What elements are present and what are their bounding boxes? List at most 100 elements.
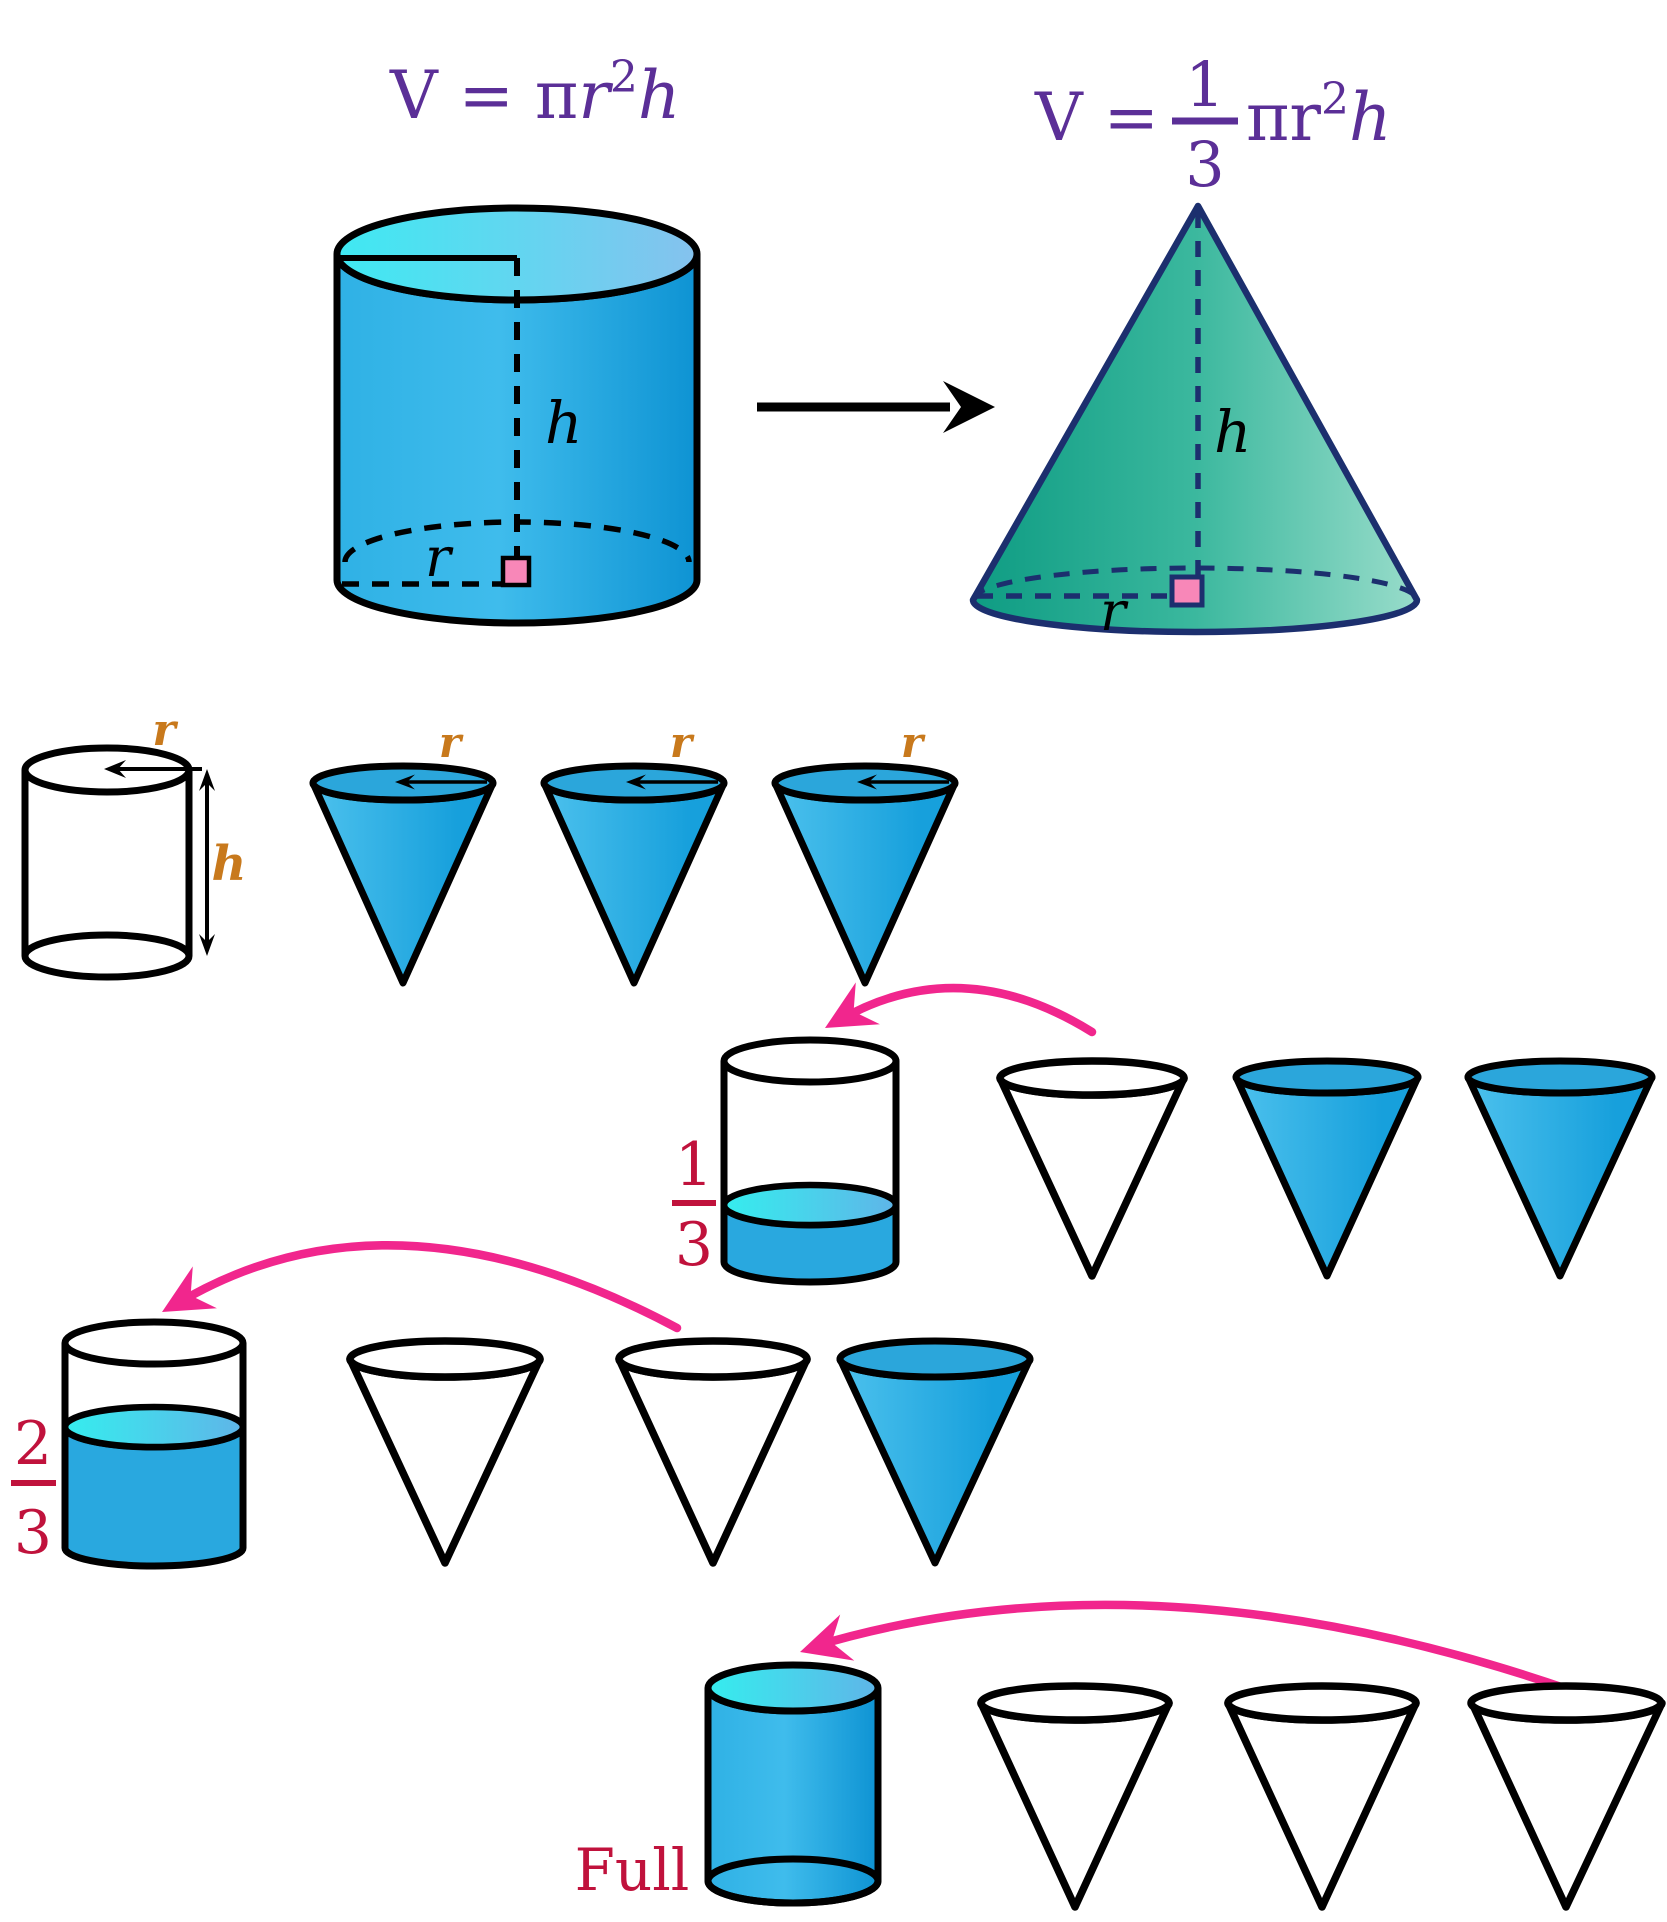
formula-cyl-h: h (638, 57, 681, 134)
pour-arrow-curve (833, 983, 1097, 1037)
unit-cone-radius-label: r (439, 718, 464, 767)
transform-arrow-head (943, 381, 995, 433)
full-label: Full (575, 1836, 690, 1904)
formula-cone-prefix: V = (1034, 79, 1159, 156)
unit-cylinder-radius-label: r (152, 705, 178, 756)
formula-cone-denominator: 3 (1185, 128, 1224, 201)
empty-cone-body (977, 1699, 1173, 1911)
unit-cone-2: r (540, 718, 728, 987)
empty-cone-row4-a (346, 1337, 544, 1567)
two-thirds-liquid-surface (61, 1403, 247, 1451)
two-thirds-cylinder (61, 1318, 247, 1570)
formula-cone-numerator: 1 (1185, 48, 1224, 121)
transform-arrow-icon (757, 381, 995, 433)
empty-cone-top-face (346, 1337, 544, 1381)
empty-cone-row5-b (1224, 1682, 1420, 1911)
cone-volume-formula: V = 1 3 πr2h (1034, 48, 1391, 201)
unit-cone-radius-label: r (901, 718, 926, 767)
pour-arrow-head (825, 982, 880, 1028)
empty-cone-body (346, 1355, 544, 1567)
unit-cone-body (540, 779, 728, 987)
unit-cylinder-height-arrowhead-up (199, 769, 215, 791)
formula-cyl-prefix: V = π (389, 57, 578, 134)
full-cone-row4 (836, 1337, 1034, 1567)
unit-cone-body (309, 779, 497, 987)
formula-cone-pir: πr (1246, 79, 1321, 156)
big-cone-body (969, 202, 1421, 636)
full-cone-body (836, 1355, 1034, 1567)
big-cylinder-radius-label: r (425, 526, 454, 589)
cylinder-volume-formula: V = πr2h (389, 52, 680, 134)
unit-cone-radius-arrowhead (857, 774, 877, 790)
two-thirds-numerator: 2 (14, 1409, 52, 1479)
empty-cone-body (1224, 1699, 1420, 1911)
full-cylinder-body (704, 1687, 882, 1907)
empty-unit-cylinder: r h (21, 705, 247, 981)
big-cone-radius-label: r (1100, 580, 1129, 643)
big-cylinder: h r (333, 204, 701, 627)
pour-arrow-curve (170, 1241, 682, 1333)
empty-cone-body (615, 1355, 811, 1567)
unit-cone-radius-arrowhead (395, 774, 415, 790)
pour-arrow-curve (807, 1600, 1575, 1695)
formula-cyl-r: r (578, 57, 613, 134)
unit-cylinder-bottom-face (21, 931, 193, 981)
empty-cone-top-face (1224, 1682, 1420, 1724)
pour-arrow-head (800, 1614, 855, 1661)
full-cone-body (1232, 1073, 1422, 1280)
unit-cylinder-height-label: h (212, 836, 247, 892)
unit-cone-radius-label: r (670, 718, 695, 767)
right-angle-marker-icon (500, 555, 532, 588)
unit-cylinder-walls (21, 770, 193, 956)
big-cone-height-label: h (1214, 398, 1251, 466)
two-thirds-cylinder-top-face (61, 1318, 247, 1368)
empty-cone-row3 (996, 1057, 1188, 1280)
unit-cone-1: r (309, 718, 497, 987)
two-thirds-denominator: 3 (14, 1498, 52, 1568)
empty-cone-row5-c (1467, 1682, 1666, 1911)
formula-cone-exponent: 2 (1321, 74, 1349, 125)
full-cone-row3-b (1464, 1057, 1656, 1280)
empty-cone-top-face (996, 1057, 1188, 1099)
unit-cylinder-height-arrowhead-down (199, 934, 215, 956)
empty-cone-body (996, 1074, 1188, 1280)
big-cone-hidden-base-edge (970, 565, 1420, 601)
formula-cyl-exponent: 2 (610, 52, 638, 103)
pour-arrow-2 (162, 1241, 682, 1333)
one-third-denominator: 3 (675, 1210, 713, 1280)
two-thirds-label: 2 3 (11, 1409, 56, 1568)
one-third-liquid-surface (720, 1181, 900, 1229)
one-third-cylinder-walls (720, 1061, 900, 1206)
full-cone-top-face (836, 1337, 1034, 1381)
empty-cone-top-face (615, 1337, 811, 1381)
pour-arrow-3 (800, 1600, 1575, 1695)
full-cone-row3-a (1232, 1057, 1422, 1280)
one-third-numerator: 1 (675, 1130, 713, 1200)
big-cone: h r (969, 202, 1421, 643)
unit-cone-3: r (771, 718, 959, 987)
full-cylinder (704, 1661, 882, 1907)
pour-arrow-head (162, 1266, 217, 1312)
unit-cone-radius-arrowhead (626, 774, 646, 790)
empty-cone-row5-a (977, 1682, 1173, 1911)
one-third-label: 1 3 (672, 1130, 716, 1280)
unit-cone-body (771, 779, 959, 987)
full-cylinder-top-face (704, 1661, 882, 1715)
right-angle-marker-icon (1169, 574, 1205, 608)
big-cylinder-height-label: h (545, 389, 582, 457)
unit-cylinder-radius-arrowhead (104, 760, 126, 778)
pour-arrow-1 (825, 982, 1097, 1037)
one-third-cylinder-top-face (720, 1036, 900, 1086)
full-cone-top-face (1232, 1057, 1422, 1097)
full-cone-top-face (1464, 1057, 1656, 1097)
big-cylinder-top-face (333, 204, 701, 304)
empty-cone-top-face (977, 1682, 1173, 1724)
formula-cone-body: πr2h (1246, 74, 1391, 156)
full-cylinder-bottom-face (704, 1855, 882, 1907)
empty-cone-top-face (1467, 1682, 1665, 1724)
full-cone-body (1464, 1073, 1656, 1280)
one-third-cylinder (720, 1036, 900, 1286)
two-thirds-cylinder-walls (61, 1343, 247, 1428)
